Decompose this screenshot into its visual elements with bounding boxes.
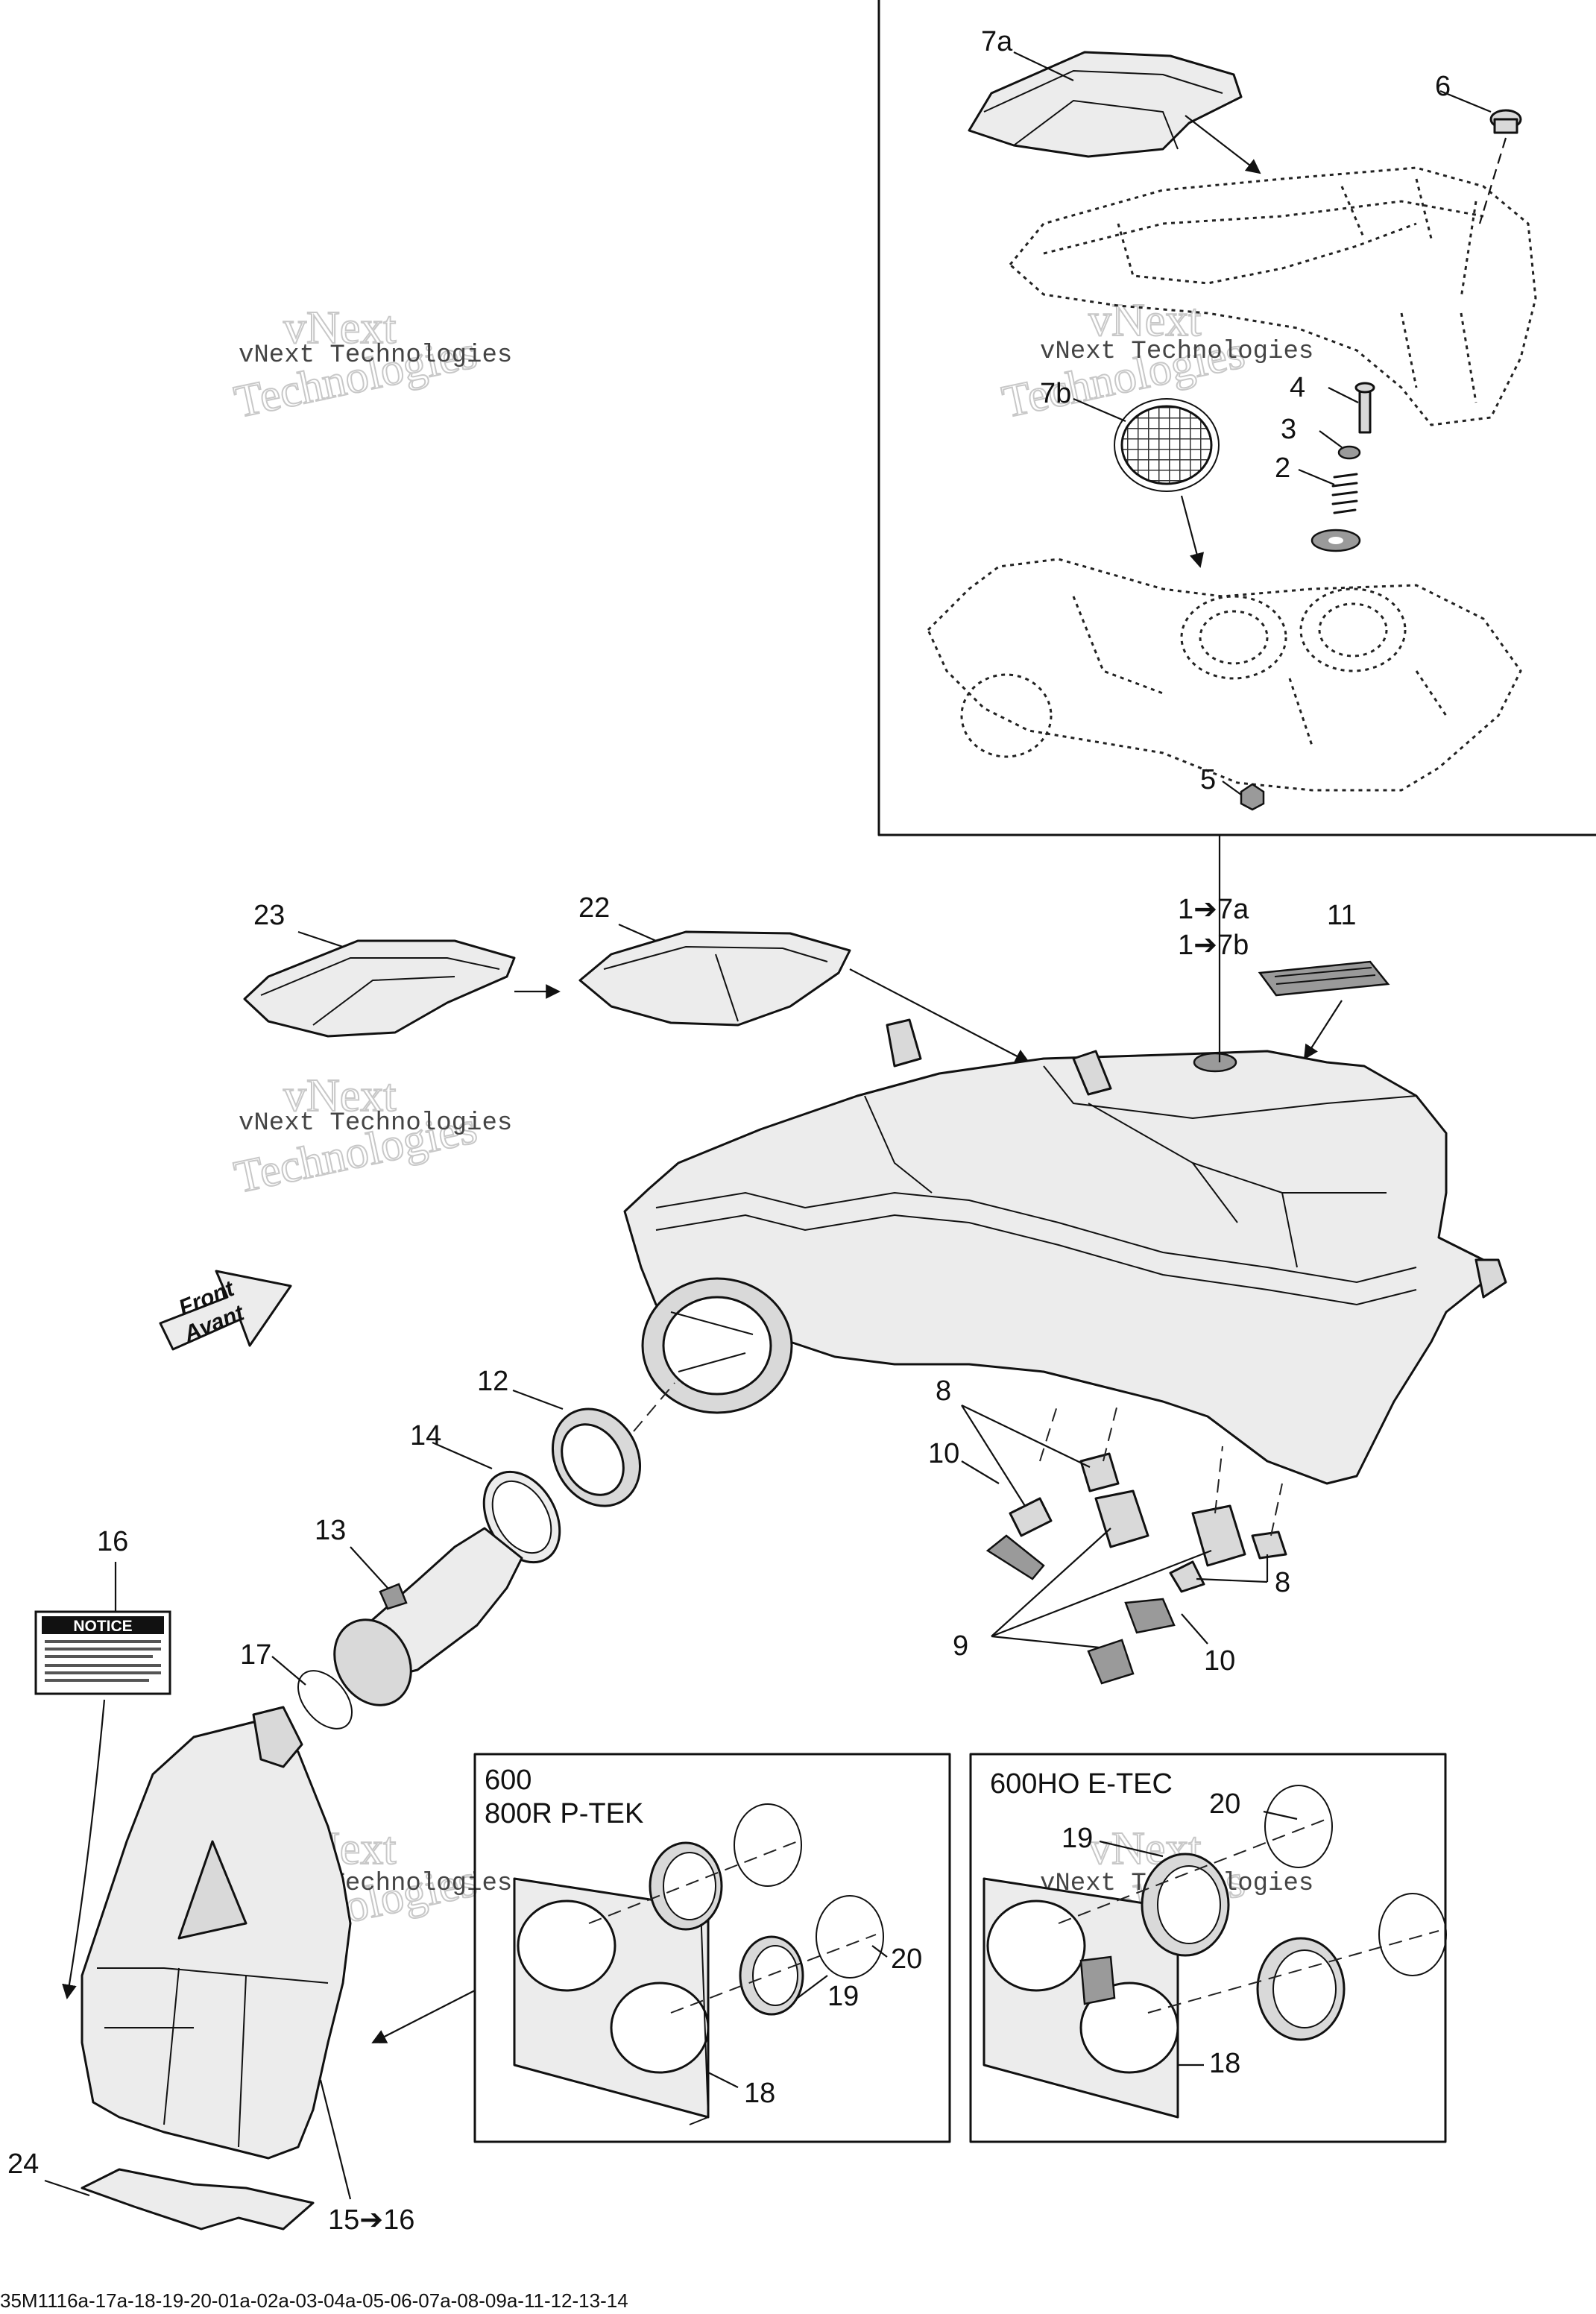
leader-7a bbox=[1013, 51, 1074, 81]
label-3: 3 bbox=[1281, 414, 1296, 445]
inset-box-600-800r bbox=[371, 1753, 951, 2143]
part-2-spring bbox=[1331, 473, 1358, 514]
label-13: 13 bbox=[315, 1515, 346, 1546]
svg-text:NOTICE: NOTICE bbox=[73, 1618, 132, 1635]
leader-14 bbox=[432, 1441, 493, 1470]
part-15-silencer bbox=[81, 1706, 352, 2200]
label-15-16: 15➔16 bbox=[328, 2204, 414, 2236]
box-right-title: 600HO E-TEC bbox=[990, 1768, 1173, 1800]
part-24-pad bbox=[44, 2168, 315, 2231]
lower-airbox-housing bbox=[927, 558, 1522, 792]
svg-text:vNext Technologies: vNext Technologies bbox=[239, 1109, 512, 1138]
label-23: 23 bbox=[253, 900, 285, 931]
leader-15 bbox=[319, 2079, 352, 2200]
leader-8b bbox=[1196, 1577, 1268, 1583]
part-7a-cover bbox=[968, 51, 1261, 174]
svg-text:vNext: vNext bbox=[283, 1071, 397, 1121]
leader-13 bbox=[350, 1546, 388, 1589]
leader-12 bbox=[512, 1389, 564, 1410]
arrow-7a bbox=[1185, 115, 1261, 174]
fastener-stack bbox=[1298, 382, 1375, 552]
label-7a: 7a bbox=[981, 26, 1013, 57]
label-14: 14 bbox=[410, 1420, 441, 1451]
front-direction-arrow: Front Avant bbox=[159, 1270, 292, 1351]
label-9: 9 bbox=[953, 1630, 968, 1662]
part-3-washer bbox=[1337, 445, 1361, 460]
leader-11 bbox=[1303, 1000, 1343, 1060]
top-inset-frame bbox=[877, 0, 1596, 1036]
label-1-7a: 1➔7a bbox=[1178, 894, 1249, 925]
leader-20a bbox=[871, 1945, 888, 1958]
leader-24 bbox=[44, 2179, 90, 2197]
label-8-bottom: 8 bbox=[1275, 1567, 1290, 1598]
part-11-label-plate bbox=[1258, 960, 1390, 1060]
leader-3 bbox=[1319, 430, 1343, 448]
leader-19b bbox=[1099, 1840, 1164, 1858]
part-22-filter bbox=[578, 923, 1030, 1063]
part-6-grommet bbox=[1439, 89, 1522, 224]
label-18-left: 18 bbox=[744, 2078, 775, 2109]
leader-6 bbox=[1439, 89, 1492, 113]
box-left-title-2: 800R P-TEK bbox=[485, 1798, 643, 1829]
label-19-left: 19 bbox=[827, 1981, 859, 2012]
label-16: 16 bbox=[97, 1526, 128, 1557]
label-4: 4 bbox=[1290, 372, 1305, 403]
leader-20b bbox=[1263, 1810, 1298, 1820]
label-17: 17 bbox=[240, 1639, 271, 1671]
leader-8a bbox=[961, 1405, 1026, 1507]
label-10-top: 10 bbox=[928, 1438, 959, 1469]
clip-group bbox=[961, 1401, 1287, 1685]
leader-9 bbox=[991, 1528, 1111, 1637]
label-7b: 7b bbox=[1040, 378, 1071, 409]
label-22: 22 bbox=[578, 892, 610, 924]
upper-airbox-housing bbox=[1008, 166, 1537, 426]
part-14-clamp bbox=[432, 1441, 561, 1564]
svg-text:vNext: vNext bbox=[283, 303, 397, 353]
svg-text:vNext Technologies: vNext Technologies bbox=[1040, 338, 1313, 366]
label-8-top: 8 bbox=[936, 1375, 951, 1407]
box-left-title-1: 600 bbox=[485, 1765, 532, 1796]
leader-18a bbox=[707, 2072, 739, 2088]
part-23-cover bbox=[243, 930, 561, 1038]
leader-2 bbox=[1298, 468, 1335, 486]
inset-box-600ho-etec bbox=[969, 1753, 1447, 2143]
callout-labels: 7a 6 7b 4 3 2 5 23 22 1➔7a 1➔7b 11 12 14… bbox=[7, 26, 1451, 2236]
leader-17 bbox=[271, 1656, 306, 1686]
label-11: 11 bbox=[1327, 900, 1356, 931]
label-10-bottom: 10 bbox=[1204, 1645, 1235, 1677]
leader-7b bbox=[1073, 397, 1126, 423]
leader-4 bbox=[1328, 387, 1359, 403]
label-12: 12 bbox=[477, 1366, 508, 1397]
label-19-right: 19 bbox=[1062, 1823, 1093, 1854]
label-6: 6 bbox=[1435, 71, 1451, 102]
leader-5 bbox=[1222, 781, 1242, 795]
part-12-adapter bbox=[512, 1382, 675, 1507]
leader-10a bbox=[961, 1460, 1000, 1484]
label-1-7b: 1➔7b bbox=[1178, 930, 1249, 961]
label-20-right: 20 bbox=[1209, 1788, 1240, 1820]
main-airbox bbox=[623, 1018, 1507, 1485]
leader-23 bbox=[297, 930, 344, 948]
leader-19a bbox=[797, 1975, 828, 1999]
part-7b-screen bbox=[1073, 397, 1220, 568]
part-13-intake-tube bbox=[333, 1527, 523, 1706]
label-2: 2 bbox=[1275, 453, 1290, 484]
part-16-notice-decal: NOTICE bbox=[34, 1562, 171, 1999]
part-4-bolt bbox=[1358, 386, 1372, 434]
leader-10b bbox=[1181, 1613, 1208, 1645]
label-24: 24 bbox=[7, 2149, 39, 2180]
label-5: 5 bbox=[1200, 764, 1216, 795]
svg-text:vNext Technologies: vNext Technologies bbox=[239, 341, 512, 370]
drawing-reference-code: 35M1116a-17a-18-19-20-01a-02a-03-04a-05-… bbox=[0, 2289, 628, 2312]
part-5-nut bbox=[1222, 781, 1265, 811]
label-18-right: 18 bbox=[1209, 2048, 1240, 2079]
leader-22 bbox=[618, 923, 657, 942]
label-20-left: 20 bbox=[891, 1943, 922, 1975]
part-17-seal bbox=[271, 1656, 353, 1730]
